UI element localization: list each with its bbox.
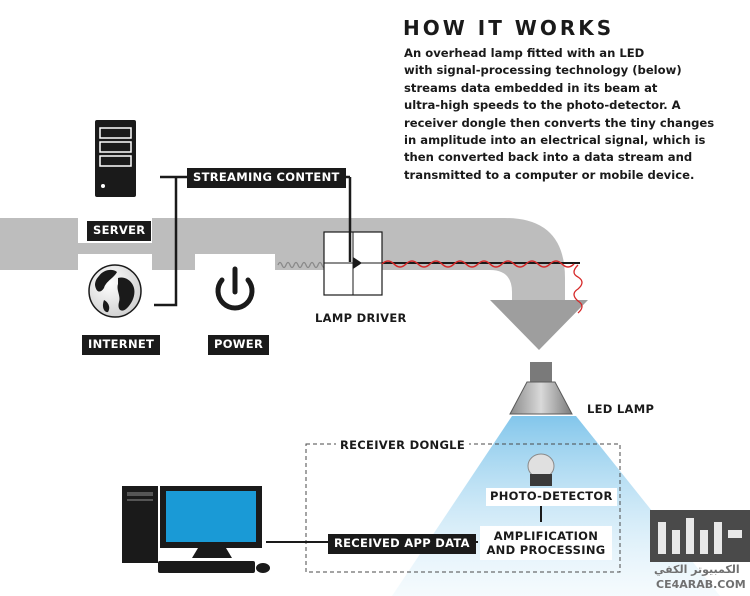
description-line: streams data embedded in its beam at bbox=[404, 80, 658, 95]
pipe-arrow-head bbox=[490, 300, 588, 350]
description-line: An overhead lamp fitted with an LED bbox=[404, 46, 645, 60]
description-line: with signal-processing technology (below… bbox=[404, 62, 739, 79]
keyboard bbox=[158, 561, 255, 573]
signal-wave bbox=[381, 260, 575, 268]
description-line: in amplitude into an electrical signal, … bbox=[404, 133, 706, 148]
node-label-photo-detector: PHOTO-DETECTOR bbox=[486, 488, 617, 506]
description-line: transmitted to a computer or mobile devi… bbox=[404, 167, 695, 182]
edge-label-streaming-content: STREAMING CONTENT bbox=[187, 168, 346, 188]
edge-label-received-app-data: RECEIVED APP DATA bbox=[328, 534, 476, 554]
description-line: ultra-high speeds to the photo-detector.… bbox=[404, 98, 681, 113]
watermark-arabic: الكمبيوتر الكفي bbox=[654, 563, 740, 576]
led-lamp-icon bbox=[509, 381, 573, 415]
mouse bbox=[256, 563, 270, 573]
power-icon bbox=[215, 277, 255, 311]
node-label-amplification: AMPLIFICATION AND PROCESSING bbox=[480, 526, 612, 560]
description-line: then converted back into a data stream a… bbox=[404, 150, 693, 165]
watermark-url: CE4ARAB.COM bbox=[656, 578, 746, 591]
node-label-led-lamp: LED LAMP bbox=[587, 402, 655, 416]
node-label-power: POWER bbox=[208, 335, 270, 355]
power-coil bbox=[277, 261, 327, 269]
lamp-socket bbox=[530, 362, 552, 382]
pc-tower bbox=[122, 486, 158, 563]
monitor-screen bbox=[166, 491, 256, 542]
server-icon bbox=[95, 120, 136, 197]
description-text: An overhead lamp fitted with an LED with… bbox=[404, 45, 739, 184]
diagram-title: HOW IT WORKS bbox=[403, 16, 615, 40]
node-label-lamp-driver: LAMP DRIVER bbox=[311, 310, 411, 328]
node-label-server: SERVER bbox=[87, 221, 152, 241]
description-line-text: with signal-processing technology (below… bbox=[404, 63, 682, 78]
group-label-receiver-dongle: RECEIVER DONGLE bbox=[336, 437, 469, 455]
description-line: receiver dongle then converts the tiny c… bbox=[404, 115, 715, 130]
node-label-internet: INTERNET bbox=[82, 335, 161, 355]
